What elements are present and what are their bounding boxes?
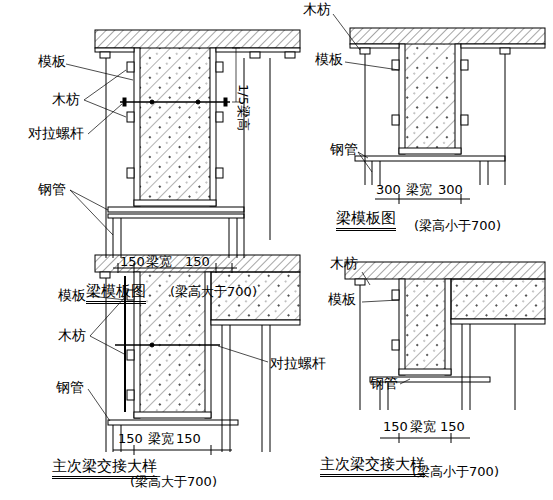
part-label: (梁高大于700) xyxy=(130,475,217,489)
drawing-title: 主次梁交接大样 xyxy=(320,456,425,477)
part-label: 木枋 xyxy=(303,2,331,17)
beam-junction-short xyxy=(345,262,545,443)
part-label: 模板 xyxy=(58,288,86,303)
dimension-text: 150 xyxy=(176,432,201,446)
dimension-text: 梁宽 xyxy=(146,255,172,269)
drawing-title: 梁模板图 xyxy=(86,283,146,304)
part-label: (梁高小于700) xyxy=(412,465,499,479)
dimension-text: 150 xyxy=(118,432,143,446)
part-label: 对拉螺杆 xyxy=(28,126,84,141)
dimension-text: 梁宽 xyxy=(406,183,432,197)
beam-formwork-tall xyxy=(66,30,300,273)
part-label: 钢管 xyxy=(38,182,66,197)
part-label: (梁高大于700) xyxy=(170,285,257,299)
beam-formwork-short xyxy=(333,14,545,204)
dimension-text: 梁宽 xyxy=(410,420,436,434)
dimension-text: 300 xyxy=(376,183,401,197)
dimension-text: 150 xyxy=(185,255,210,269)
part-label: 模板 xyxy=(38,54,66,69)
part-label: 模板 xyxy=(328,292,356,307)
dimension-text: 150 xyxy=(120,255,145,269)
part-label: 木枋 xyxy=(52,92,80,107)
dimension-text: 1/5梁高 xyxy=(236,84,250,131)
part-label: 钢管 xyxy=(56,380,84,395)
part-label: 对拉螺杆 xyxy=(270,356,326,371)
dimension-text: 150 xyxy=(383,420,408,434)
part-label: 钢管 xyxy=(370,376,398,391)
dimension-text: 梁宽 xyxy=(148,432,174,446)
part-label: (梁高小于700) xyxy=(414,219,501,233)
part-label: 木枋 xyxy=(58,328,86,343)
dimension-text: 150 xyxy=(440,420,465,434)
drawing-title: 梁模板图 xyxy=(336,210,396,231)
dimension-text: 300 xyxy=(438,183,463,197)
part-label: 模板 xyxy=(315,52,343,67)
part-label: 木枋 xyxy=(330,256,358,271)
part-label: 钢管 xyxy=(330,142,358,157)
